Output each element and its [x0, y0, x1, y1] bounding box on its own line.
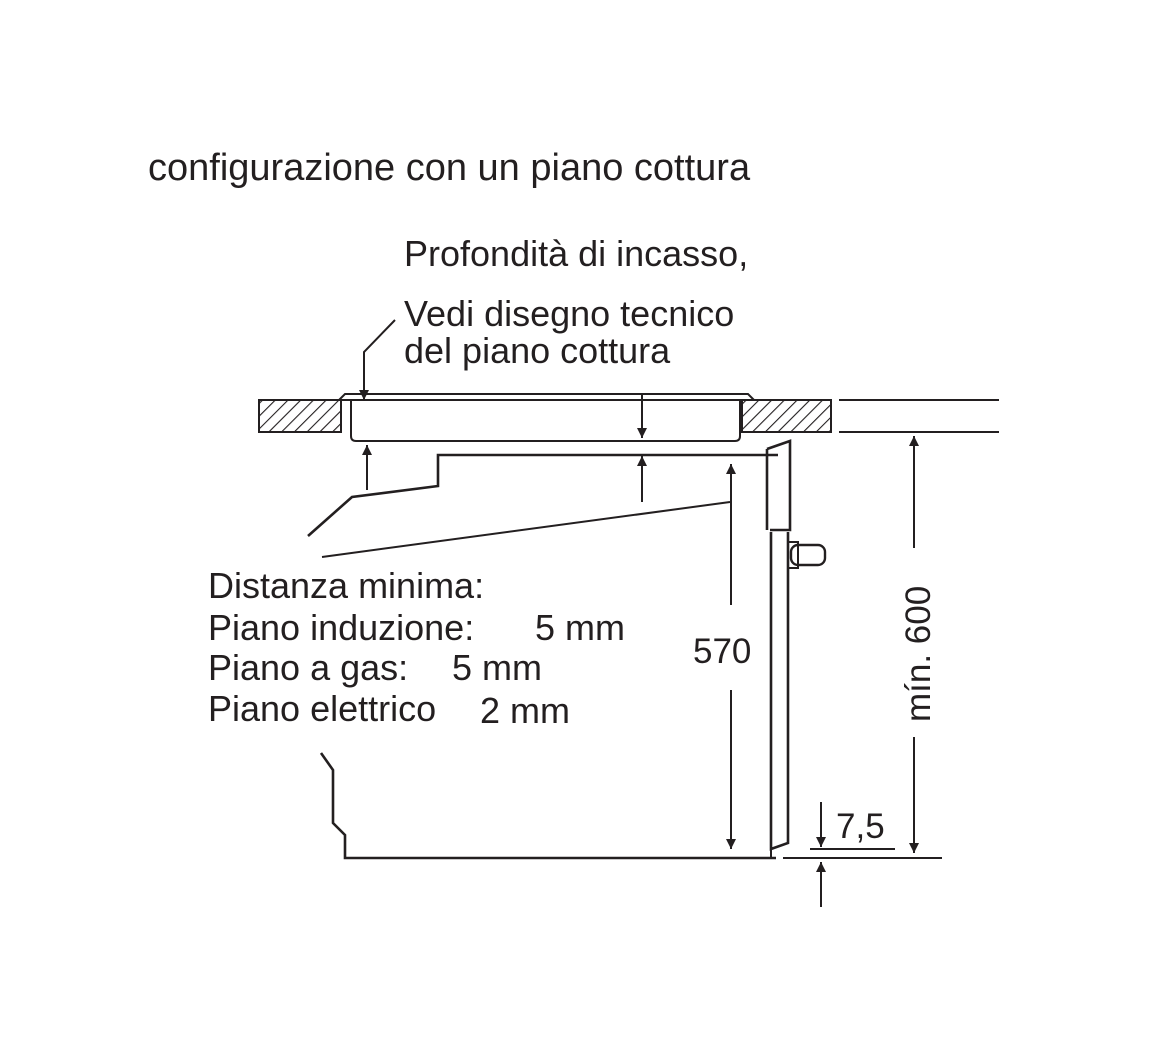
- callout-leader-arrow: [359, 319, 396, 400]
- diagram-title: configurazione con un piano cottura: [148, 147, 751, 189]
- gas-hob-value: 5 mm: [452, 647, 542, 688]
- callout-line-2: Vedi disegno tecnico: [404, 293, 734, 334]
- worktop-left: [258, 399, 342, 433]
- offset-label: 7,5: [836, 807, 885, 846]
- induction-hob-label: Piano induzione:: [208, 607, 474, 648]
- callout-line-1: Profondità di incasso,: [404, 233, 748, 274]
- niche-height-label: mín. 600: [899, 586, 938, 722]
- electric-hob-value: 2 mm: [480, 690, 570, 731]
- oven-handle: [787, 541, 827, 569]
- oven-height-label: 570: [693, 632, 751, 671]
- oven-bottom: [319, 752, 776, 860]
- min-distance-heading: Distanza minima:: [208, 565, 484, 606]
- oven-door: [765, 439, 792, 858]
- oven-top: [307, 453, 778, 558]
- induction-hob-value: 5 mm: [535, 607, 625, 648]
- electric-hob-label: Piano elettrico: [208, 688, 436, 729]
- callout-line-3: del piano cottura: [404, 330, 671, 371]
- worktop-right: [741, 399, 832, 433]
- hob: [338, 393, 755, 442]
- gas-hob-label: Piano a gas:: [208, 647, 408, 688]
